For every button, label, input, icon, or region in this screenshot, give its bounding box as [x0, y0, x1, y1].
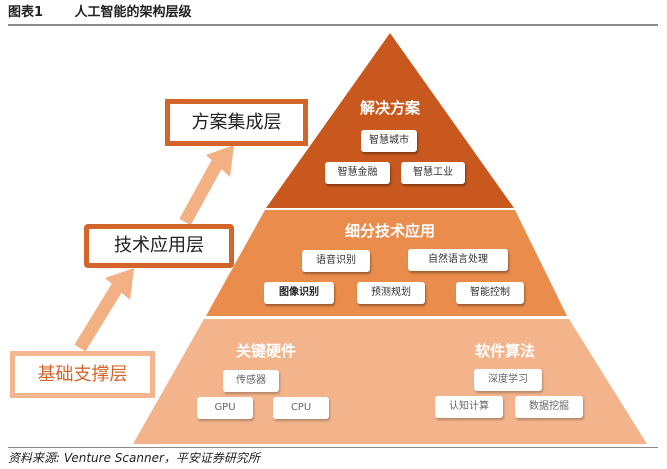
side-label-integration-layer: 方案集成层	[165, 99, 308, 146]
side-label-application-layer: 技术应用层	[84, 224, 234, 268]
tag-gpu: GPU	[197, 397, 253, 419]
tag-speech-recognition: 语音识别	[302, 250, 370, 272]
side-label-foundation-text: 基础支撑层	[37, 364, 128, 385]
side-label-foundation-layer: 基础支撑层	[10, 351, 155, 398]
source-note: 资料来源: Venture Scanner，平安证券研究所	[8, 447, 658, 468]
tag-smart-finance: 智慧金融	[325, 162, 390, 184]
tag-deep-learning: 深度学习	[474, 369, 542, 391]
arrow-mid-to-top	[179, 145, 234, 226]
tag-intelligent-control: 智能控制	[456, 282, 524, 304]
tag-predictive-planning: 预测规划	[357, 282, 425, 304]
pyramid-base-layer	[133, 319, 647, 444]
tag-smart-industry: 智慧工业	[401, 162, 465, 184]
figure-header: 图表1 人工智能的架构层级	[8, 2, 658, 26]
figure-title: 人工智能的架构层级	[74, 5, 192, 20]
tag-sensor: 传感器	[223, 370, 279, 392]
side-label-application-text: 技术应用层	[114, 235, 204, 256]
arrow-base-to-mid	[74, 268, 134, 352]
side-label-integration-text: 方案集成层	[191, 112, 282, 133]
tag-cpu: CPU	[273, 397, 329, 419]
base-left-title: 关键硬件	[235, 342, 296, 360]
tag-smart-city: 智慧城市	[361, 130, 417, 152]
tag-data-mining: 数据挖掘	[515, 396, 583, 418]
base-right-title: 软件算法	[474, 342, 535, 360]
mid-layer-title: 细分技术应用	[344, 222, 435, 240]
figure-number: 图表1	[8, 5, 44, 20]
tag-nlp: 自然语言处理	[408, 249, 508, 271]
tag-image-recognition: 图像识别	[264, 282, 334, 304]
tag-cognitive-computing: 认知计算	[435, 396, 503, 418]
top-layer-title: 解决方案	[359, 99, 420, 117]
